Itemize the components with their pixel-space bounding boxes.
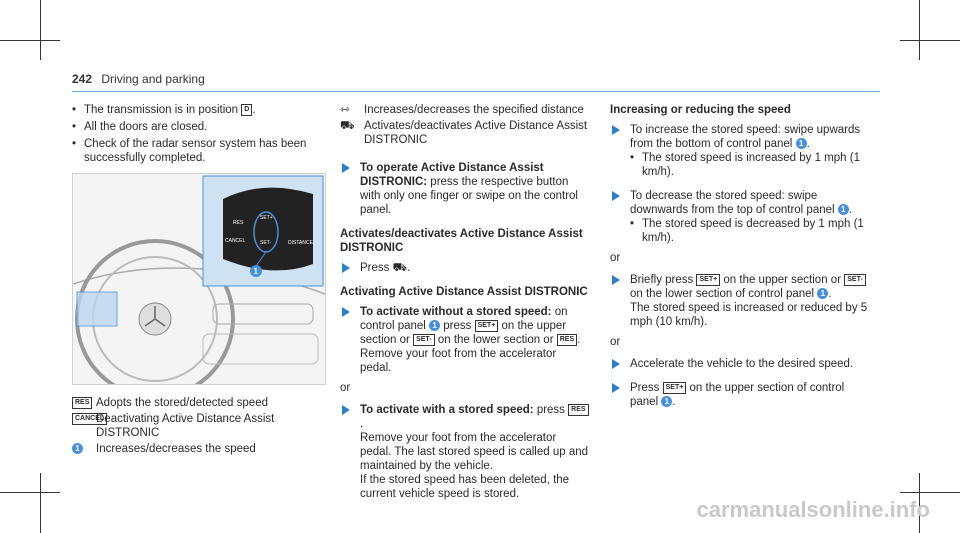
section-heading: Increasing or reducing the speed <box>610 104 791 116</box>
distronic-icon: ⛟ <box>392 262 408 274</box>
column-middle: ⇿Increases/decreases the specified dista… <box>340 103 590 511</box>
step-arrow-icon <box>612 275 620 285</box>
step-arrow-icon <box>342 263 350 273</box>
res-icon: RES <box>556 333 578 346</box>
list-item: The transmission is in position D. <box>72 103 322 117</box>
callout-icon: 1 <box>837 204 849 216</box>
crop-mark <box>919 473 920 533</box>
crop-mark <box>40 0 41 60</box>
cancel-label: CANCEL <box>225 238 246 244</box>
set-plus-icon: SET+ <box>696 273 721 286</box>
set-plus-icon: SET+ <box>474 319 499 332</box>
steering-wheel-figure: RES SET+ SET- CANCEL DISTANCE 1 <box>72 173 326 385</box>
step-arrow-icon <box>342 163 350 173</box>
or-text: or <box>610 336 621 348</box>
crop-mark <box>40 473 41 533</box>
cancel-icon: CANCEL <box>72 412 108 425</box>
step-arrow-icon <box>342 405 350 415</box>
callout-icon: 1 <box>817 288 829 300</box>
set-plus-label: SET+ <box>260 215 273 221</box>
list-item: Check of the radar sensor system has bee… <box>72 137 322 165</box>
watermark: carmanualsonline.info <box>696 497 931 522</box>
gear-d-icon: D <box>241 103 253 116</box>
callout-1: 1 <box>254 267 259 276</box>
step-arrow-icon <box>612 191 620 201</box>
crop-mark <box>0 40 60 41</box>
step-arrow-icon <box>612 383 620 393</box>
or-text: or <box>340 382 351 394</box>
column-left: The transmission is in position D. All t… <box>72 103 322 168</box>
distance-label: DISTANCE <box>288 240 314 246</box>
crop-mark <box>919 0 920 60</box>
or-text: or <box>610 252 621 264</box>
instruction-step: Accelerate the vehicle to the desired sp… <box>610 357 870 371</box>
page-number: 242 <box>72 72 93 86</box>
set-plus-icon: SET+ <box>662 381 687 394</box>
step-arrow-icon <box>342 307 350 317</box>
instruction-step: Press ⛟. <box>340 261 590 275</box>
res-icon: RES <box>72 396 93 409</box>
instruction-step: To activate without a stored speed: on c… <box>340 305 590 375</box>
instruction-step: To operate Active Distance Assist DISTRO… <box>340 161 590 217</box>
res-icon: RES <box>568 403 589 416</box>
legend-row: ⛟Activates/deactivates Active Distance A… <box>340 120 588 146</box>
instruction-step: To increase the stored speed: swipe upwa… <box>610 123 870 179</box>
step-arrow-icon <box>612 125 620 135</box>
page-header: 242 Driving and parking <box>72 72 205 86</box>
distance-icon: ⇿ <box>340 104 350 116</box>
instruction-step: To decrease the stored speed: swipe down… <box>610 189 870 245</box>
distronic-icon: ⛟ <box>340 120 355 132</box>
instruction-step: Briefly press SET+ on the upper section … <box>610 273 870 329</box>
callout-icon: 1 <box>72 443 83 455</box>
set-minus-label: SET- <box>260 240 271 246</box>
callout-icon: 1 <box>795 138 807 150</box>
list-item: All the doors are closed. <box>72 120 322 134</box>
set-minus-icon: SET- <box>413 333 435 346</box>
subheading: Activating Active Distance Assist DISTRO… <box>340 286 588 298</box>
legend-row: ⇿Increases/decreases the specified dista… <box>340 104 584 116</box>
res-label: RES <box>233 220 244 226</box>
column-right: Increasing or reducing the speed To incr… <box>610 103 870 419</box>
subheading: Activates/deactivates Active Distance As… <box>340 228 583 254</box>
set-minus-icon: SET- <box>844 273 866 286</box>
callout-icon: 1 <box>429 320 441 332</box>
instruction-step: To activate with a stored speed: press R… <box>340 403 590 501</box>
step-arrow-icon <box>612 359 620 369</box>
section-title: Driving and parking <box>101 72 205 86</box>
crop-mark <box>0 492 60 493</box>
crop-mark <box>900 492 960 493</box>
crop-mark <box>900 40 960 41</box>
header-rule <box>72 91 880 92</box>
instruction-step: Press SET+ on the upper section of contr… <box>610 381 870 409</box>
callout-icon: 1 <box>661 396 673 408</box>
